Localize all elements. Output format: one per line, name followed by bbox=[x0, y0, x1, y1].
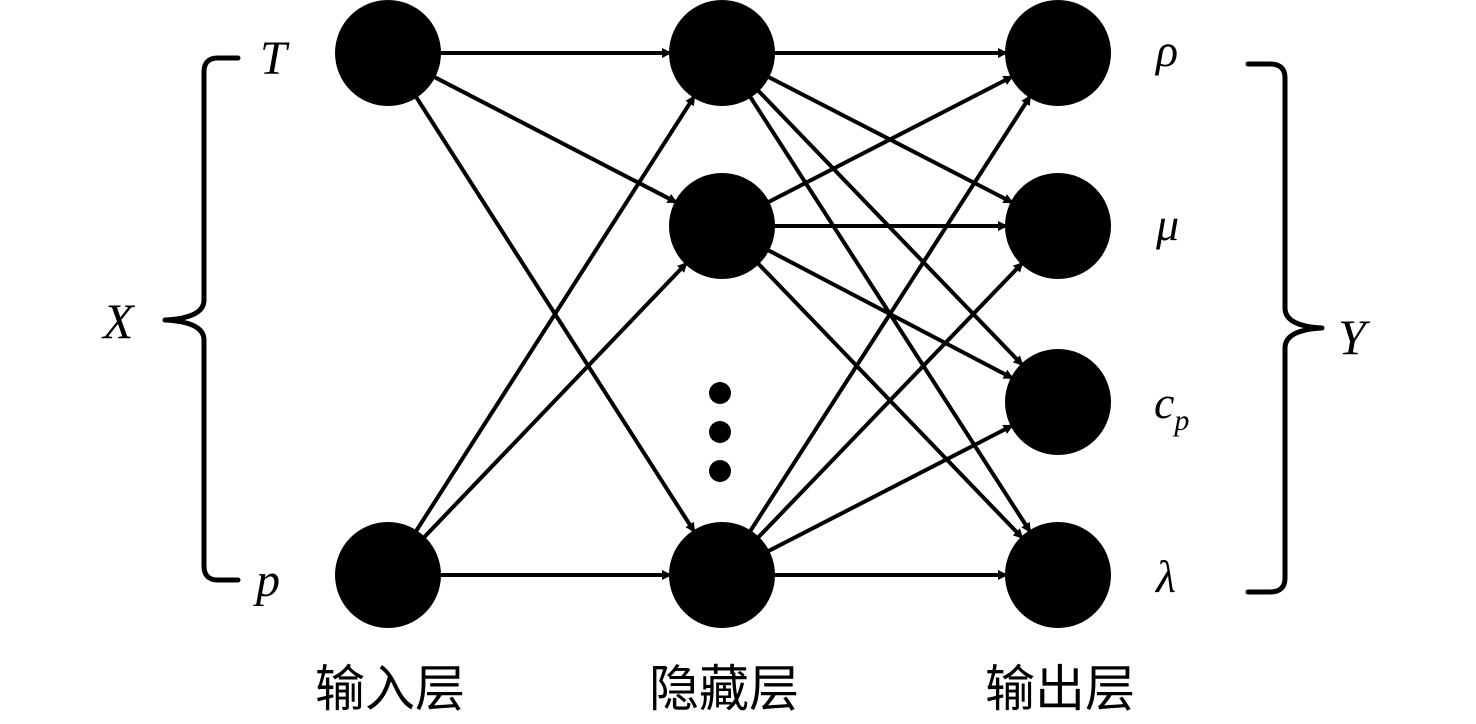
group-label-x: X bbox=[101, 293, 136, 349]
edge-hidden-n-to-output-mu bbox=[751, 261, 1025, 544]
layer-label-hidden: 隐藏层 bbox=[649, 660, 799, 718]
input-node-p bbox=[335, 522, 441, 628]
edge-hidden-1-to-output-mu bbox=[761, 71, 1014, 205]
connections bbox=[410, 48, 1033, 580]
edge-input-p-to-hidden-1 bbox=[410, 94, 697, 539]
edge-input-p-to-hidden-2 bbox=[417, 261, 689, 544]
edge-hidden-2-to-output-lambda bbox=[751, 257, 1025, 540]
output-node-lambda bbox=[1005, 522, 1111, 628]
output-label-c: c bbox=[1154, 377, 1174, 428]
output-brace bbox=[1245, 61, 1325, 595]
hidden-node-n bbox=[669, 522, 775, 628]
edge-hidden-2-to-output-rho bbox=[761, 74, 1014, 208]
ellipsis-dot bbox=[709, 421, 731, 443]
layer-label-output: 输出层 bbox=[985, 660, 1135, 718]
ellipsis-dot bbox=[709, 460, 731, 482]
layer-label-input: 输入层 bbox=[315, 660, 465, 718]
output-node-rho bbox=[1005, 0, 1111, 106]
output-node-cp bbox=[1005, 349, 1111, 455]
edge-input-T-to-hidden-2 bbox=[427, 71, 678, 205]
edge-hidden-n-to-output-rho bbox=[744, 94, 1033, 539]
edge-hidden-2-to-output-cp bbox=[760, 245, 1014, 381]
hidden-node-2 bbox=[669, 173, 775, 279]
input-node-T bbox=[335, 0, 441, 106]
group-label-y: Y bbox=[1338, 309, 1371, 365]
input-brace bbox=[162, 55, 241, 583]
output-label-lambda: λ bbox=[1154, 551, 1176, 602]
hidden-ellipsis bbox=[709, 382, 731, 482]
edge-input-T-to-hidden-n bbox=[410, 89, 697, 534]
output-node-mu bbox=[1005, 173, 1111, 279]
output-label-subscript-p: p bbox=[1172, 404, 1189, 437]
output-label-mu: μ bbox=[1155, 199, 1179, 250]
output-label-rho: ρ bbox=[1154, 25, 1178, 76]
ellipsis-dot bbox=[709, 382, 731, 404]
input-label-T: T bbox=[260, 32, 290, 85]
input-label-p: p bbox=[253, 554, 280, 607]
edge-hidden-n-to-output-cp bbox=[761, 423, 1014, 557]
output-label-cp: cp bbox=[1154, 377, 1189, 437]
hidden-node-1 bbox=[669, 0, 775, 106]
